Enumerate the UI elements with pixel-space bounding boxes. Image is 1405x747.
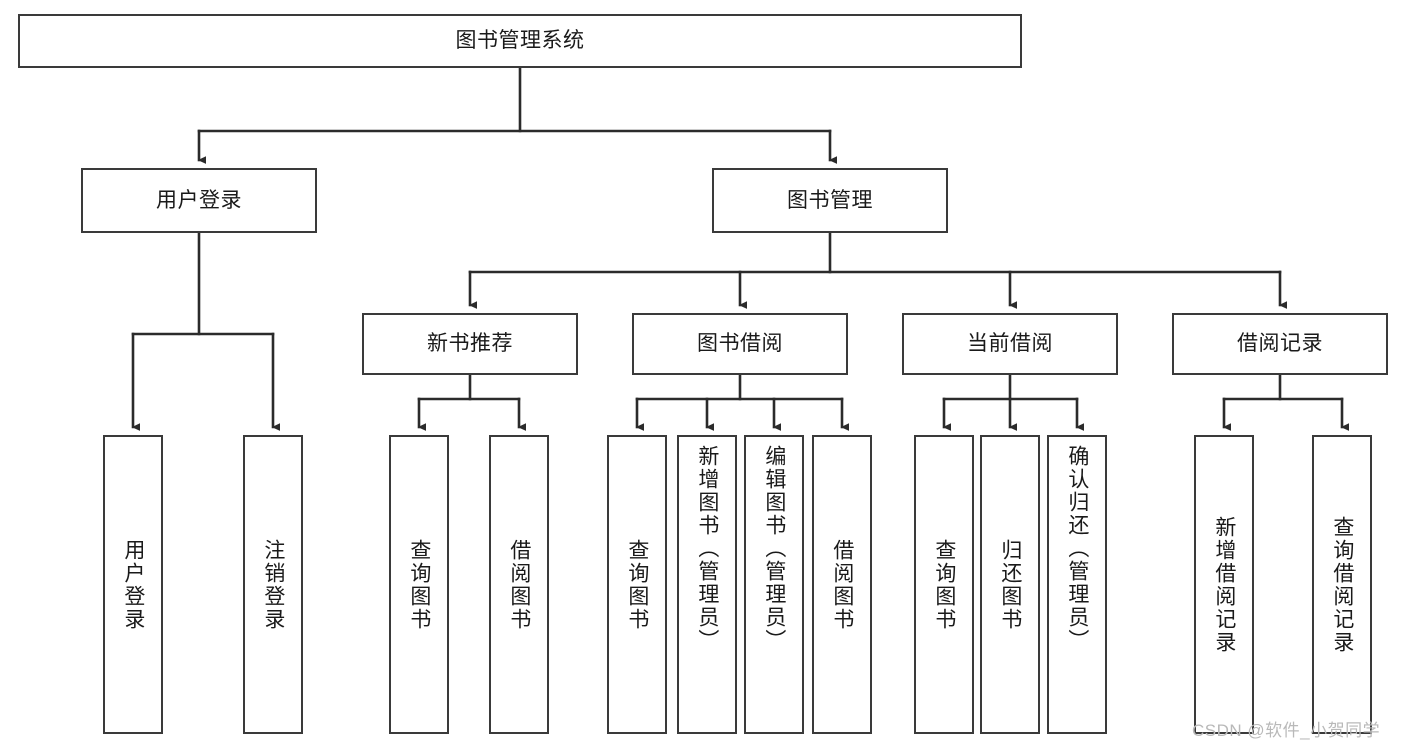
watermark-text: CSDN @软件_小贺同学 [1192,721,1381,740]
leaf-current-borrow-return[interactable]: 归还图书 [980,435,1040,734]
node-current-borrow[interactable]: 当前借阅 [902,313,1118,375]
leaf-book-borrow-edit[interactable]: 编辑图书（管理员） [744,435,804,734]
node-root[interactable]: 图书管理系统 [18,14,1022,68]
leaf-user-login-signin[interactable]: 用户登录 [103,435,163,734]
leaf-current-borrow-query-label: 查询图书 [932,538,956,631]
node-new-book-recommend-label: 新书推荐 [427,332,513,356]
leaf-book-borrow-query[interactable]: 查询图书 [607,435,667,734]
leaf-book-borrow-add-label: 新增图书（管理员） [695,445,719,652]
leaf-current-borrow-query[interactable]: 查询图书 [914,435,974,734]
node-user-login-label: 用户登录 [156,188,242,212]
leaf-new-book-query[interactable]: 查询图书 [389,435,449,734]
node-book-borrow-label: 图书借阅 [697,332,783,356]
node-root-label: 图书管理系统 [455,29,585,53]
leaf-borrow-record-query-label: 查询借阅记录 [1330,515,1354,654]
leaf-user-login-signout-label: 注销登录 [261,538,285,631]
leaf-current-borrow-return-label: 归还图书 [998,538,1022,631]
leaf-new-book-borrow[interactable]: 借阅图书 [489,435,549,734]
node-book-borrow[interactable]: 图书借阅 [632,313,848,375]
leaf-book-borrow-add[interactable]: 新增图书（管理员） [677,435,737,734]
leaf-new-book-borrow-label: 借阅图书 [507,538,531,631]
node-new-book-recommend[interactable]: 新书推荐 [362,313,578,375]
leaf-book-borrow-query-label: 查询图书 [625,538,649,631]
leaf-current-borrow-confirm-label: 确认归还（管理员） [1065,445,1089,652]
node-current-borrow-label: 当前借阅 [967,332,1053,356]
node-book-management-label: 图书管理 [787,188,873,212]
leaf-book-borrow-borrow[interactable]: 借阅图书 [812,435,872,734]
node-book-management[interactable]: 图书管理 [712,168,948,233]
leaf-borrow-record-query[interactable]: 查询借阅记录 [1312,435,1372,734]
node-borrow-record[interactable]: 借阅记录 [1172,313,1388,375]
leaf-user-login-signout[interactable]: 注销登录 [243,435,303,734]
node-borrow-record-label: 借阅记录 [1237,332,1323,356]
leaf-borrow-record-add[interactable]: 新增借阅记录 [1194,435,1254,734]
leaf-new-book-query-label: 查询图书 [407,538,431,631]
leaf-book-borrow-borrow-label: 借阅图书 [830,538,854,631]
leaf-user-login-signin-label: 用户登录 [121,538,145,631]
leaf-borrow-record-add-label: 新增借阅记录 [1212,515,1236,654]
leaf-current-borrow-confirm[interactable]: 确认归还（管理员） [1047,435,1107,734]
node-user-login[interactable]: 用户登录 [81,168,317,233]
leaf-book-borrow-edit-label: 编辑图书（管理员） [762,445,786,652]
